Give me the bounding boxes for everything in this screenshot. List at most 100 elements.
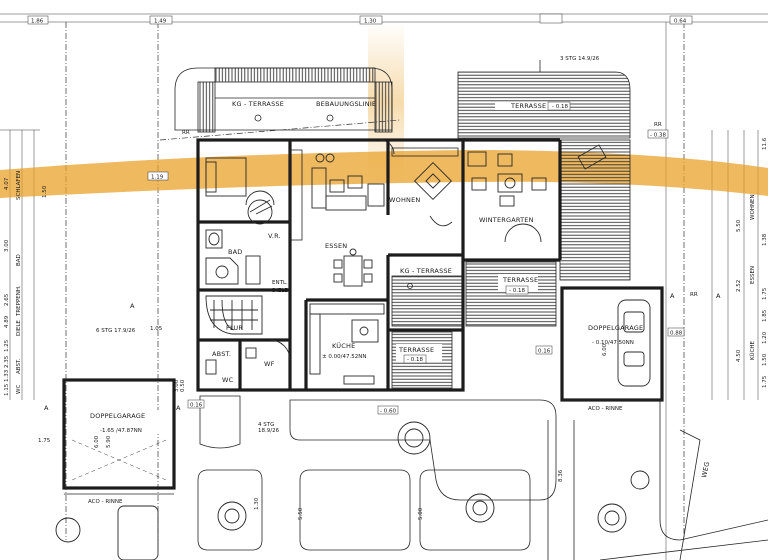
label-stg-top: 3 STG 14.9/26	[560, 56, 600, 62]
room-terrasse-mid: TERRASSE	[502, 276, 538, 284]
dim-right-038: - 0.38	[650, 133, 666, 139]
staircase: ENTL. DIELE	[205, 280, 288, 335]
dim-mid-050: 0.50	[180, 379, 186, 392]
kitchen: KÜCHE ± 0.00/47.52NN	[309, 303, 385, 385]
room-doppelgarage-left: DOPPELGARAGE	[90, 412, 145, 420]
side-label-right-2: KÜCHE	[749, 341, 756, 360]
side-value-right-3: 1.85	[762, 309, 768, 322]
label-rr-c: RR	[690, 292, 698, 298]
side-label-left-4: ABST.	[16, 358, 22, 374]
utility-rooms: FLUR ABST. WC WF	[205, 324, 291, 384]
side-label-left-1: BAD	[16, 254, 22, 266]
garage-right: DOPPELGARAGE - 0.10/47.50NN ACO - RINNE	[560, 286, 664, 412]
dim-left-119: 1.19	[151, 175, 164, 181]
side-value-left-4: 1.25	[4, 339, 10, 352]
dim-left-590: 5.90	[106, 435, 112, 448]
dim-left-600: 6.00	[94, 435, 100, 448]
top-dimensions: 1.86 1.49 1.30 0.64	[27, 13, 693, 25]
section-a-3: A	[176, 404, 181, 412]
room-entl-diele-1: ENTL.	[272, 280, 288, 286]
section-a-4: A	[670, 292, 675, 300]
dim-top-4: 0.64	[674, 19, 687, 25]
room-wintergarten: WINTERGARTEN	[479, 216, 534, 224]
room-entl-diele-2: DIELE	[272, 288, 288, 294]
label-stg-left: 6 STG 17.9/26	[96, 328, 136, 334]
label-weg: WEG	[700, 461, 711, 478]
label-rr-b: RR	[654, 122, 662, 128]
dim-right-088: 0.88	[670, 331, 683, 337]
side-value-left-7: 1.15	[4, 383, 10, 396]
side-label-left-2: TREPPENH.	[16, 285, 22, 317]
dimension-boxes: 1.19 1.05 1.75 - 0.38 0.88 0.16 0.16 - 0…	[38, 129, 742, 520]
side-label-left-3: DIELE	[16, 320, 22, 336]
dim-right-550: 5.50	[736, 219, 742, 232]
dim-right-600: 6.00	[602, 343, 608, 356]
room-abst: ABST.	[212, 350, 231, 358]
room-wf: WF	[264, 360, 275, 368]
room-wohnen: WOHNEN	[389, 196, 420, 204]
room-kg-terrasse-top: KG - TERRASSE	[232, 100, 284, 108]
dim-right-252: 2.52	[736, 280, 742, 292]
side-value-right-4: 1.20	[762, 331, 768, 344]
dim-w-550b: 5.50	[298, 507, 304, 520]
label-stg-bottom-2: 18.9/26	[258, 428, 280, 434]
room-vr: V.R.	[268, 232, 281, 240]
bedroom-furniture	[205, 157, 275, 225]
side-label-left-5: WC	[16, 385, 22, 394]
section-a-5: A	[716, 292, 721, 300]
outdoor-paths: WEG	[197, 395, 768, 560]
room-doppelgarage-right: DOPPELGARAGE	[588, 324, 643, 332]
mid-terraces: KG - TERRASSE TERRASSE - 0.18 TERRASSE -…	[391, 261, 557, 389]
side-label-right-0: WOHNEN	[750, 194, 756, 220]
living-room: WOHNEN	[311, 139, 453, 227]
side-value-left-5: 2.35	[4, 355, 10, 368]
label-rr-a: RR	[182, 130, 190, 136]
side-label-left-0: SCHLAFEN	[16, 171, 22, 200]
side-value-left-0: 4.07	[4, 177, 10, 190]
label-bebauungslinie: BEBAUUNGSLINIE	[316, 100, 376, 108]
side-value-left-6: 1.33	[4, 369, 10, 382]
room-kueche: KÜCHE	[332, 341, 355, 350]
label-aco-rinne-right: ACO - RINNE	[588, 406, 623, 412]
dim-left-105: 1.05	[150, 326, 163, 332]
dim-right-450: 4.50	[736, 349, 742, 362]
winter-garden: WINTERGARTEN	[467, 144, 607, 243]
level-terrasse-top: - 0.18	[552, 104, 568, 110]
side-value-right-5: 1.50	[762, 353, 768, 366]
dining-room: ESSEN	[325, 242, 373, 287]
room-terrasse-low: TERRASSE	[398, 346, 434, 354]
label-aco-rinne-left: ACO - RINNE	[88, 499, 123, 505]
bathroom: BAD V.R.	[205, 229, 281, 285]
room-flur: FLUR	[226, 324, 243, 332]
dim-top-2: 1.49	[154, 19, 167, 25]
dim-mid-060: - 0.60	[380, 409, 396, 415]
side-label-right-1: ESSEN	[750, 266, 756, 284]
side-value-left-2: 2.65	[4, 293, 10, 306]
room-kg-terrasse-mid: KG - TERRASSE	[400, 267, 452, 275]
dim-mid-016: 0.16	[190, 403, 203, 409]
dim-w-836: 8.36	[558, 469, 564, 482]
side-labels-left: SCHLAFEN BAD TREPPENH. DIELE ABST. WC 4.07 3.00…	[4, 171, 22, 396]
annotations: 6 STG 17.9/26 4 STG 18.9/26 RR RR RR A A…	[44, 122, 721, 434]
side-value-right-6: 1.75	[762, 375, 768, 388]
dim-top-3: 1.30	[364, 19, 377, 25]
section-a-2: A	[44, 404, 49, 412]
side-labels-right: WOHNENESSENKÜCHE11.61.381.751.851.201.50…	[749, 137, 768, 388]
room-terrasse-top: TERRASSE	[510, 102, 546, 110]
house-walls	[196, 138, 562, 392]
dim-mid-300: 3.00	[174, 379, 180, 392]
dim-left-150: 1.50	[42, 185, 48, 198]
dim-top-1: 1.86	[31, 19, 44, 25]
side-value-left-1: 3.00	[4, 239, 10, 252]
label-stg-bottom-1: 4 STG	[258, 422, 274, 428]
level-kueche: ± 0.00/47.52NN	[322, 354, 366, 360]
dim-right-016: 0.16	[538, 349, 551, 355]
section-a-1: A	[130, 302, 135, 310]
side-value-right-2: 1.75	[762, 287, 768, 300]
room-wc: WC	[222, 376, 234, 384]
side-value-right-0: 11.6	[762, 137, 768, 150]
level-doppelgarage-right: - 0.10/47.50NN	[592, 340, 634, 346]
side-value-left-3: 4.89	[4, 315, 10, 328]
garage-left: DOPPELGARAGE -1.65 /47.87NN ACO - RINNE	[62, 378, 176, 560]
